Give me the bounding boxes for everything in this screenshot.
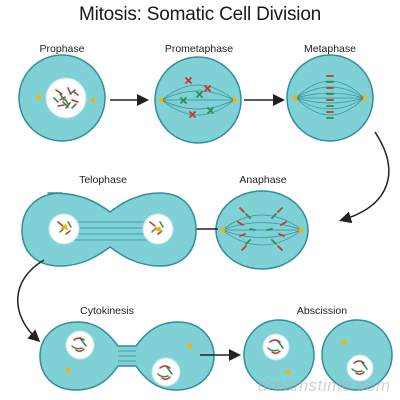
abscission-daughter-cell-right — [321, 319, 393, 391]
midbody-bridge — [118, 345, 136, 367]
prophase-cell — [18, 54, 106, 142]
centrosome — [340, 339, 346, 345]
chromosomes — [180, 77, 214, 118]
metaphase-cell — [286, 54, 374, 142]
centrosome-left — [35, 94, 41, 100]
cytokinesis-cell — [39, 321, 215, 391]
spindle-remnants — [72, 221, 148, 241]
spindle-fibers — [161, 84, 235, 116]
centrosome-right — [90, 97, 95, 103]
stage-label-metaphase: Metaphase — [304, 43, 356, 55]
nucleus — [346, 354, 374, 382]
centrosome-left — [158, 96, 163, 104]
centrosome-right — [363, 94, 368, 102]
abscission-daughter-cell-left — [243, 319, 315, 391]
arrow-telophase-to-cytokinesis — [16, 259, 45, 342]
anaphase-cell — [215, 190, 309, 270]
nucleus-left — [65, 330, 95, 360]
decondensing-chromatin — [57, 221, 164, 235]
arrow-metaphase-to-anaphase — [339, 131, 390, 224]
stage-label-anaphase: Anaphase — [239, 174, 287, 186]
nucleus — [45, 77, 87, 119]
centrosome-right — [299, 226, 304, 234]
stage-label-abscission: Abscission — [296, 305, 348, 317]
chromosome-cluster — [53, 87, 79, 109]
centrosome-left — [60, 224, 68, 230]
centrosome-right — [233, 96, 238, 104]
stage-label-telophase: Telophase — [79, 174, 127, 186]
spindle-fibers — [221, 214, 303, 246]
stage-label-cytokinesis: Cytokinesis — [80, 305, 134, 317]
chromatin — [71, 337, 173, 381]
centrosome — [284, 369, 290, 375]
prometaphase-cell — [154, 56, 242, 144]
centrosome-left — [292, 94, 297, 102]
centrosome-right — [186, 343, 192, 349]
separating-chromatids — [237, 207, 287, 251]
centrosome-left — [220, 226, 225, 234]
nucleus — [262, 333, 290, 361]
diagram-title: Mitosis: Somatic Cell Division — [78, 4, 322, 25]
telophase-cell — [21, 192, 197, 267]
chromosomes-metaphase-plate — [326, 75, 334, 119]
centrosome-left — [64, 367, 70, 373]
centrosome-right — [154, 226, 162, 232]
nucleus-right — [151, 357, 181, 387]
stage-label-prophase: Prophase — [39, 43, 85, 55]
stage-label-prometaphase: Prometaphase — [164, 43, 234, 55]
watermark: dreamstime.com — [258, 376, 391, 395]
